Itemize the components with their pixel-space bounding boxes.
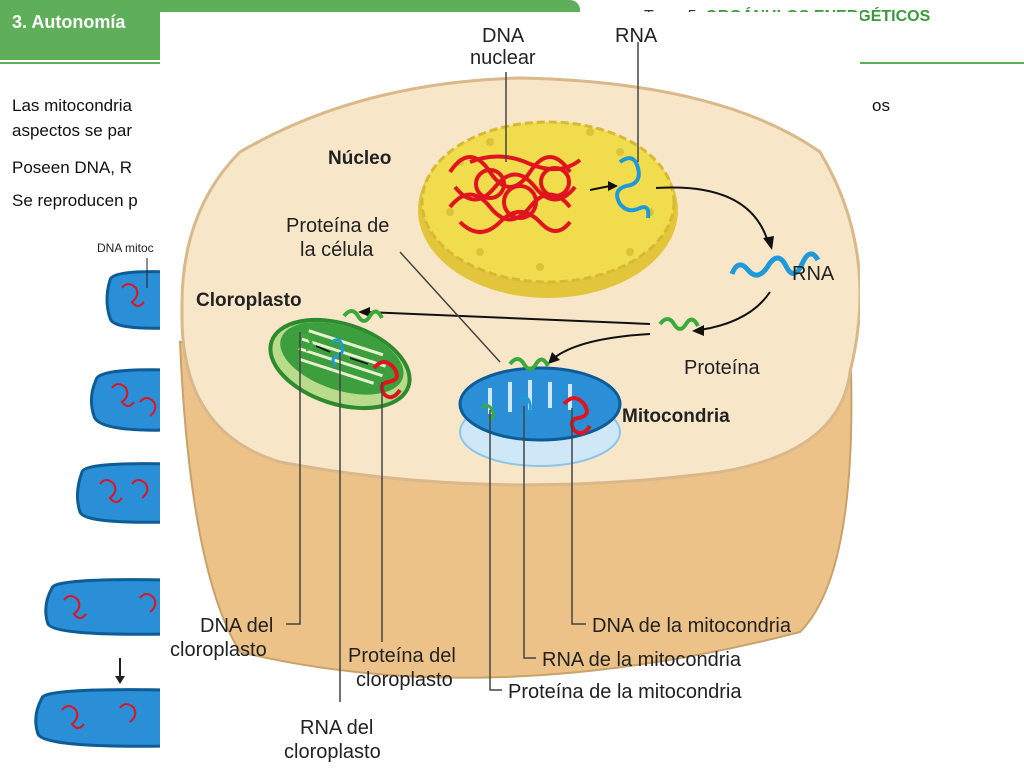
down-arrow-icon — [115, 658, 125, 684]
cell-autonomy-diagram: DNA nuclear RNA Núcleo Proteína de la cé… — [160, 12, 862, 768]
nuclear-dna — [448, 154, 582, 234]
label-proteina-cloroplasto-2: cloroplasto — [356, 669, 453, 691]
label-proteina-celula-2: la célula — [300, 239, 374, 261]
label-rna-cloroplasto-1: RNA del — [300, 717, 373, 739]
label-nucleo: Núcleo — [328, 148, 391, 169]
label-dna-nuclear-1: DNA — [482, 25, 525, 47]
mitochondria-protein-inner — [480, 403, 495, 422]
chloroplast-rna — [331, 338, 344, 368]
label-dna-nuclear-2: nuclear — [470, 47, 536, 69]
mito-thumb-4 — [44, 578, 170, 636]
body-text-line-1: Las mitocondria — [12, 96, 133, 115]
chloroplast-protein-inner — [298, 333, 313, 352]
nuclear-rna — [615, 156, 651, 219]
mitochondria-division-sequence — [34, 258, 170, 748]
chloroplast-protein — [342, 309, 384, 323]
section-title: 3. Autonomía — [12, 12, 126, 32]
body-text-line-1-end: os — [872, 96, 890, 115]
label-dna-mitocondria: DNA de la mitocondria — [592, 615, 792, 637]
label-rna-top: RNA — [615, 25, 658, 47]
mitochondria-rna — [519, 396, 532, 426]
cytoplasm-protein — [658, 317, 700, 331]
label-proteina: Proteína — [684, 357, 760, 379]
mito-thumb-5 — [34, 688, 170, 748]
label-rna-mitocondria: RNA de la mitocondria — [542, 649, 742, 671]
mito-dna-side-label: DNA mitoc — [97, 241, 154, 255]
cytoplasm-rna — [729, 251, 821, 278]
label-rna-cloroplasto-2: cloroplasto — [284, 741, 381, 763]
label-mitocondria: Mitocondria — [622, 406, 730, 427]
body-text-line-2: aspectos se par — [12, 121, 133, 140]
label-proteina-celula-1: Proteína de — [286, 215, 389, 237]
cell-diagram-svg: DNA nuclear RNA Núcleo Proteína de la cé… — [170, 25, 862, 763]
mito-thumb-3 — [75, 462, 170, 524]
label-proteina-mitocondria: Proteína de la mitocondria — [508, 681, 742, 703]
mitochondria-dna — [562, 396, 592, 436]
label-cloroplasto: Cloroplasto — [196, 290, 302, 311]
label-proteina-cloroplasto-1: Proteína del — [348, 645, 456, 667]
mito-thumb-1 — [105, 270, 170, 330]
body-text-line-3: Poseen DNA, R — [12, 158, 132, 177]
mitochondrion — [458, 366, 622, 467]
label-dna-cloroplasto-1: DNA del — [200, 615, 273, 637]
mitochondria-protein — [508, 357, 550, 371]
chloroplast-dna — [372, 360, 402, 400]
body-text-line-4: Se reproducen p — [12, 191, 138, 210]
mito-thumb-2 — [89, 368, 170, 432]
label-rna-cytoplasm: RNA — [792, 263, 835, 285]
label-dna-cloroplasto-2: cloroplasto — [170, 639, 267, 661]
